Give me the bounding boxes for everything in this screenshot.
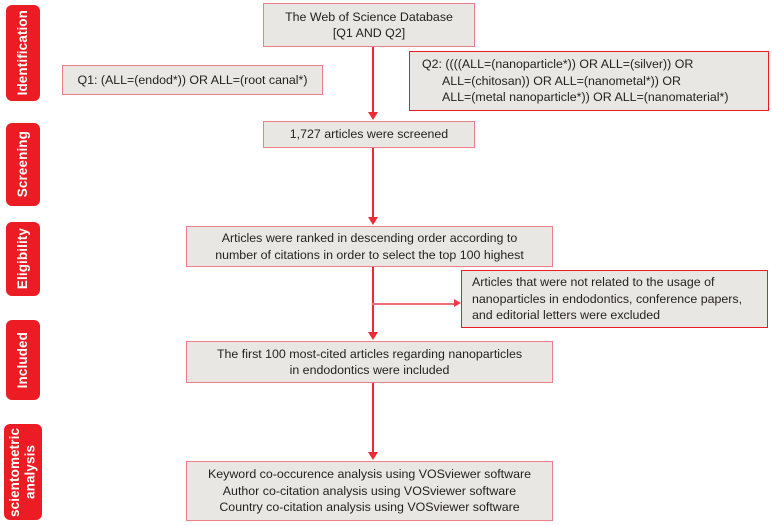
connector-included-to-analysis [372,383,374,453]
database-source-text: The Web of Science Database [Q1 AND Q2] [285,9,453,40]
scientometric-analysis-text: Keyword co-occurence analysis using VOSv… [208,467,531,515]
connector-database-to-screened [372,47,374,113]
database-source-box: The Web of Science Database [Q1 AND Q2] [263,3,475,47]
stage-tab-included-label: Included [15,331,31,389]
arrowhead-included-to-analysis [368,452,378,460]
scientometric-analysis-box: Keyword co-occurence analysis using VOSv… [186,461,553,521]
connector-screened-to-ranked [372,148,374,218]
ranked-articles-box: Articles were ranked in descending order… [186,226,553,267]
query2-text: Q2: ((((ALL=(nanoparticle*)) OR ALL=(sil… [422,57,729,105]
included-articles-box: The first 100 most-cited articles regard… [186,341,553,383]
screened-articles-text: 1,727 articles were screened [289,127,449,142]
connector-ranked-to-included [372,267,374,333]
arrowhead-database-to-screened [368,112,378,120]
screened-articles-box: 1,727 articles were screened [263,121,475,148]
arrowhead-ranked-to-included [368,332,378,340]
excluded-articles-box: Articles that were not related to the us… [461,270,768,328]
stage-tab-screening: Screening [6,123,40,206]
excluded-articles-text: Articles that were not related to the us… [472,275,743,323]
ranked-articles-text: Articles were ranked in descending order… [215,231,524,262]
stage-tab-scientometric-analysis: scientometric analysis [4,424,42,520]
arrowhead-branch-to-excluded [454,299,461,307]
query2-box: Q2: ((((ALL=(nanoparticle*)) OR ALL=(sil… [409,51,769,111]
stage-tab-eligibility-label: Eligibility [15,228,31,290]
stage-tab-identification-label: Identification [15,10,31,96]
stage-tab-screening-label: Screening [15,131,31,198]
connector-branch-to-excluded [372,303,456,305]
stage-tab-eligibility: Eligibility [6,222,40,296]
query1-box: Q1: (ALL=(endod*)) OR ALL=(root canal*) [62,65,323,95]
query1-text: Q1: (ALL=(endod*)) OR ALL=(root canal*) [77,72,308,87]
included-articles-text: The first 100 most-cited articles regard… [216,346,523,377]
stage-tab-identification: Identification [6,5,40,101]
stage-tab-scientometric-analysis-label: scientometric analysis [7,427,38,517]
stage-tab-included: Included [6,320,40,400]
arrowhead-screened-to-ranked [368,217,378,225]
